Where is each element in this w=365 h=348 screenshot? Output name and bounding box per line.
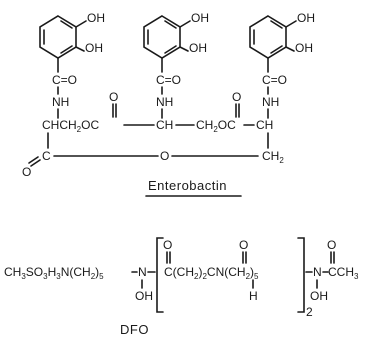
ring-oh-bottom: OH (295, 41, 313, 55)
ring-oh-top: OH (297, 11, 315, 25)
closure-carbonyl-oxygen: O (22, 165, 31, 179)
closure-ch2: CH2 (262, 149, 284, 165)
catechol-unit-middle: OH OH C=O NH (143, 11, 209, 119)
backbone-ch-right: CH (256, 118, 273, 132)
ring-closure-oxygen: O (160, 149, 169, 163)
enterobactin-caption: Enterobactin (148, 178, 227, 193)
amide-nh: NH (52, 95, 69, 109)
dfo-caption: DFO (120, 322, 149, 337)
backbone-ch2-oc: CH2OC (196, 118, 236, 134)
ester-carbonyl-oxygen: O (109, 90, 118, 104)
dfo-hydroxamate-n2: N (313, 265, 322, 279)
dfo-oh-2: OH (310, 289, 328, 303)
amide-carbonyl: C=O (262, 73, 287, 87)
ring-oh-bottom: OH (189, 41, 207, 55)
ring-oh-bottom: OH (85, 41, 103, 55)
dfo-hydroxamate-n1: N (138, 265, 147, 279)
amide-nh: NH (156, 95, 173, 109)
dfo-structure: CH3SO3H3N(CH2)5 N OH C(CH2)2CN(CH2)5 O O… (4, 237, 359, 319)
dfo-amide-h: H (249, 289, 258, 303)
amide-carbonyl: C=O (52, 73, 77, 87)
closure-carbon: C (42, 149, 51, 163)
dfo-oh-1: OH (135, 289, 153, 303)
dfo-formula-left: CH3SO3H3N(CH2)5 (4, 265, 104, 281)
dfo-carbonyl-o-3: O (327, 238, 336, 252)
ring-oh-top: OH (87, 11, 105, 25)
backbone-ch-middle: CH (156, 118, 173, 132)
dfo-carbonyl-o-2: O (239, 238, 248, 252)
dfo-repeat-chain: C(CH2)2CN(CH2)5 (164, 265, 259, 281)
catechol-unit-right: OH OH C=O NH (249, 11, 315, 119)
backbone-chch: CHCH2OC (42, 118, 99, 134)
dfo-repeat-count: 2 (306, 305, 313, 319)
enterobactin-backbone: CHCH2OC O CH CH2OC O CH C O CH2 O (22, 90, 284, 179)
dfo-carbonyl-o-1: O (163, 238, 172, 252)
catechol-unit-left: OH OH C=O NH (39, 11, 105, 119)
ring-oh-top: OH (191, 11, 209, 25)
amide-carbonyl: C=O (156, 73, 181, 87)
ester-carbonyl-oxygen: O (232, 90, 241, 104)
amide-nh: NH (262, 95, 279, 109)
dfo-acetyl: CCH3 (328, 265, 359, 281)
